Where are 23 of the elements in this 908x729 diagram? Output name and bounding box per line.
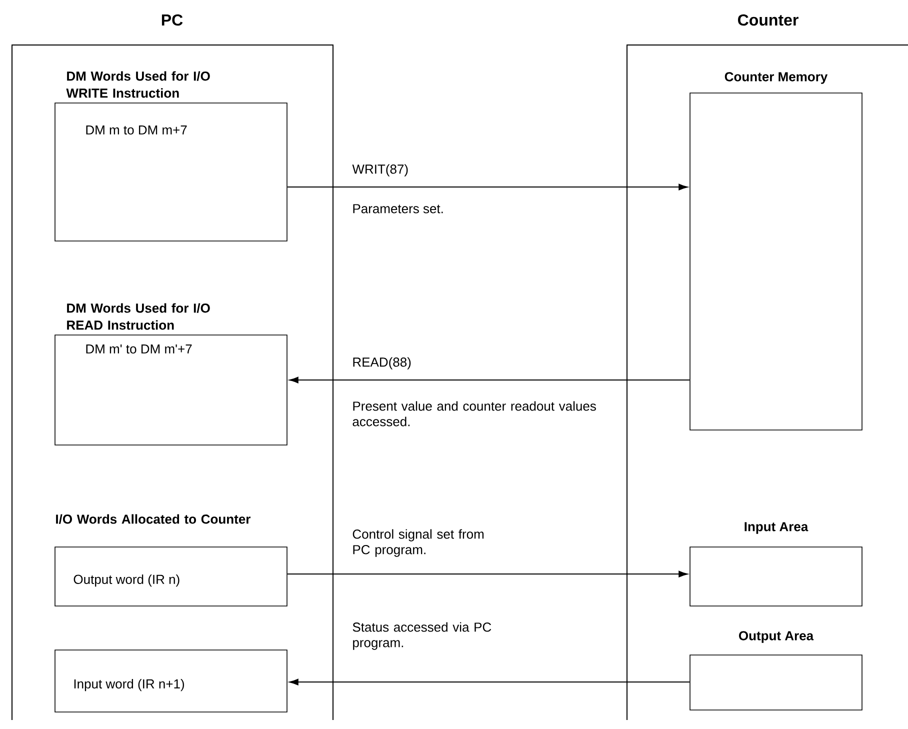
node-label: Output Area	[738, 631, 814, 643]
node-label: DM Words Used for I/O WRITE Instruction	[66, 71, 210, 98]
memory-box: DM Words Used for I/O READ Instruction DM m' to DM m'+7	[54, 303, 288, 446]
arrow	[286, 184, 688, 190]
memory-box: Counter Memory	[690, 72, 862, 430]
memory-box: Output word (IR n)	[54, 546, 288, 606]
edge-label: READ(88)	[353, 357, 411, 370]
group-heading: I/O Words Allocated to Counter	[56, 514, 250, 524]
node-label: Counter Memory	[724, 72, 828, 84]
arrow	[289, 678, 690, 686]
memory-box: DM Words Used for I/O WRITE Instruction DM m to DM m+7	[54, 71, 288, 242]
edge-label: Control signal set from PC program.	[352, 529, 484, 557]
memory-box: Input Area	[690, 522, 862, 606]
node-label: DM Words Used for I/O READ Instruction	[67, 303, 210, 330]
note: Present value and counter readout values accessed.	[352, 401, 596, 426]
edge-label: Status accessed via PC program.	[352, 622, 492, 650]
arrow	[286, 570, 688, 578]
node-label: Input Area	[744, 522, 808, 534]
note: Parameters set.	[353, 204, 443, 214]
arrow	[289, 376, 690, 384]
edge-label: WRIT(87)	[352, 164, 408, 176]
memory-box: Input word (IR n+1)	[54, 650, 288, 712]
memory-box: Output Area	[690, 631, 862, 710]
